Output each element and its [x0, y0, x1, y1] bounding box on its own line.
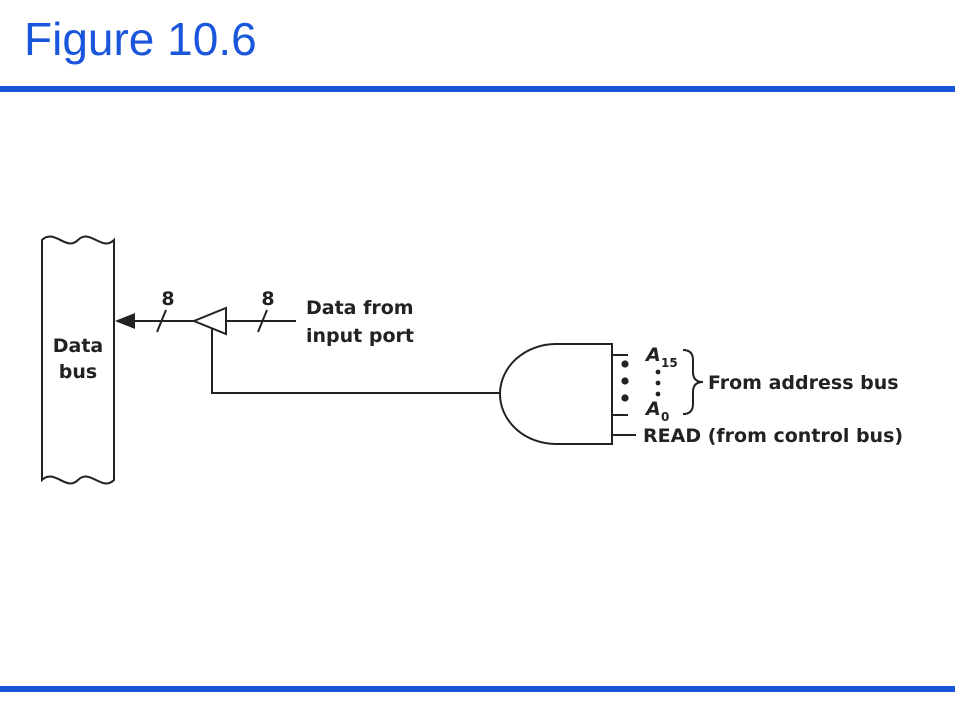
- bus-width-slash-left: [156, 309, 167, 333]
- bus-width-left: 8: [161, 288, 174, 310]
- tristate-buffer: [191, 306, 227, 336]
- addr-dot: [655, 369, 661, 375]
- data-bus-label-line1: Data: [53, 335, 104, 357]
- addr-high-sub: 15: [661, 356, 678, 370]
- top-divider: [0, 86, 955, 92]
- bus-width-slash-right: [257, 309, 268, 333]
- input-label-line1: Data from: [306, 297, 414, 319]
- bottom-divider: [0, 686, 955, 692]
- addr-low-letter: A: [644, 398, 661, 420]
- input-dot: [621, 377, 629, 385]
- data-bus-block: [41, 235, 115, 485]
- input-label-line2: input port: [306, 325, 414, 347]
- read-label: READ (from control bus): [643, 425, 903, 447]
- input-dot: [621, 360, 629, 368]
- address-brace: [682, 349, 704, 415]
- addr-dot: [655, 391, 661, 397]
- addr-dot: [655, 380, 661, 386]
- bus-width-right: 8: [261, 288, 274, 310]
- page-title: Figure 10.6: [24, 13, 257, 65]
- data-bus-label-line2: bus: [59, 361, 97, 383]
- enable-line: [211, 328, 500, 394]
- addr-high-letter: A: [644, 344, 661, 366]
- and-gate: [499, 343, 613, 445]
- input-dot: [621, 394, 629, 402]
- address-bus-label: From address bus: [708, 372, 899, 394]
- addr-low-sub: 0: [661, 410, 669, 424]
